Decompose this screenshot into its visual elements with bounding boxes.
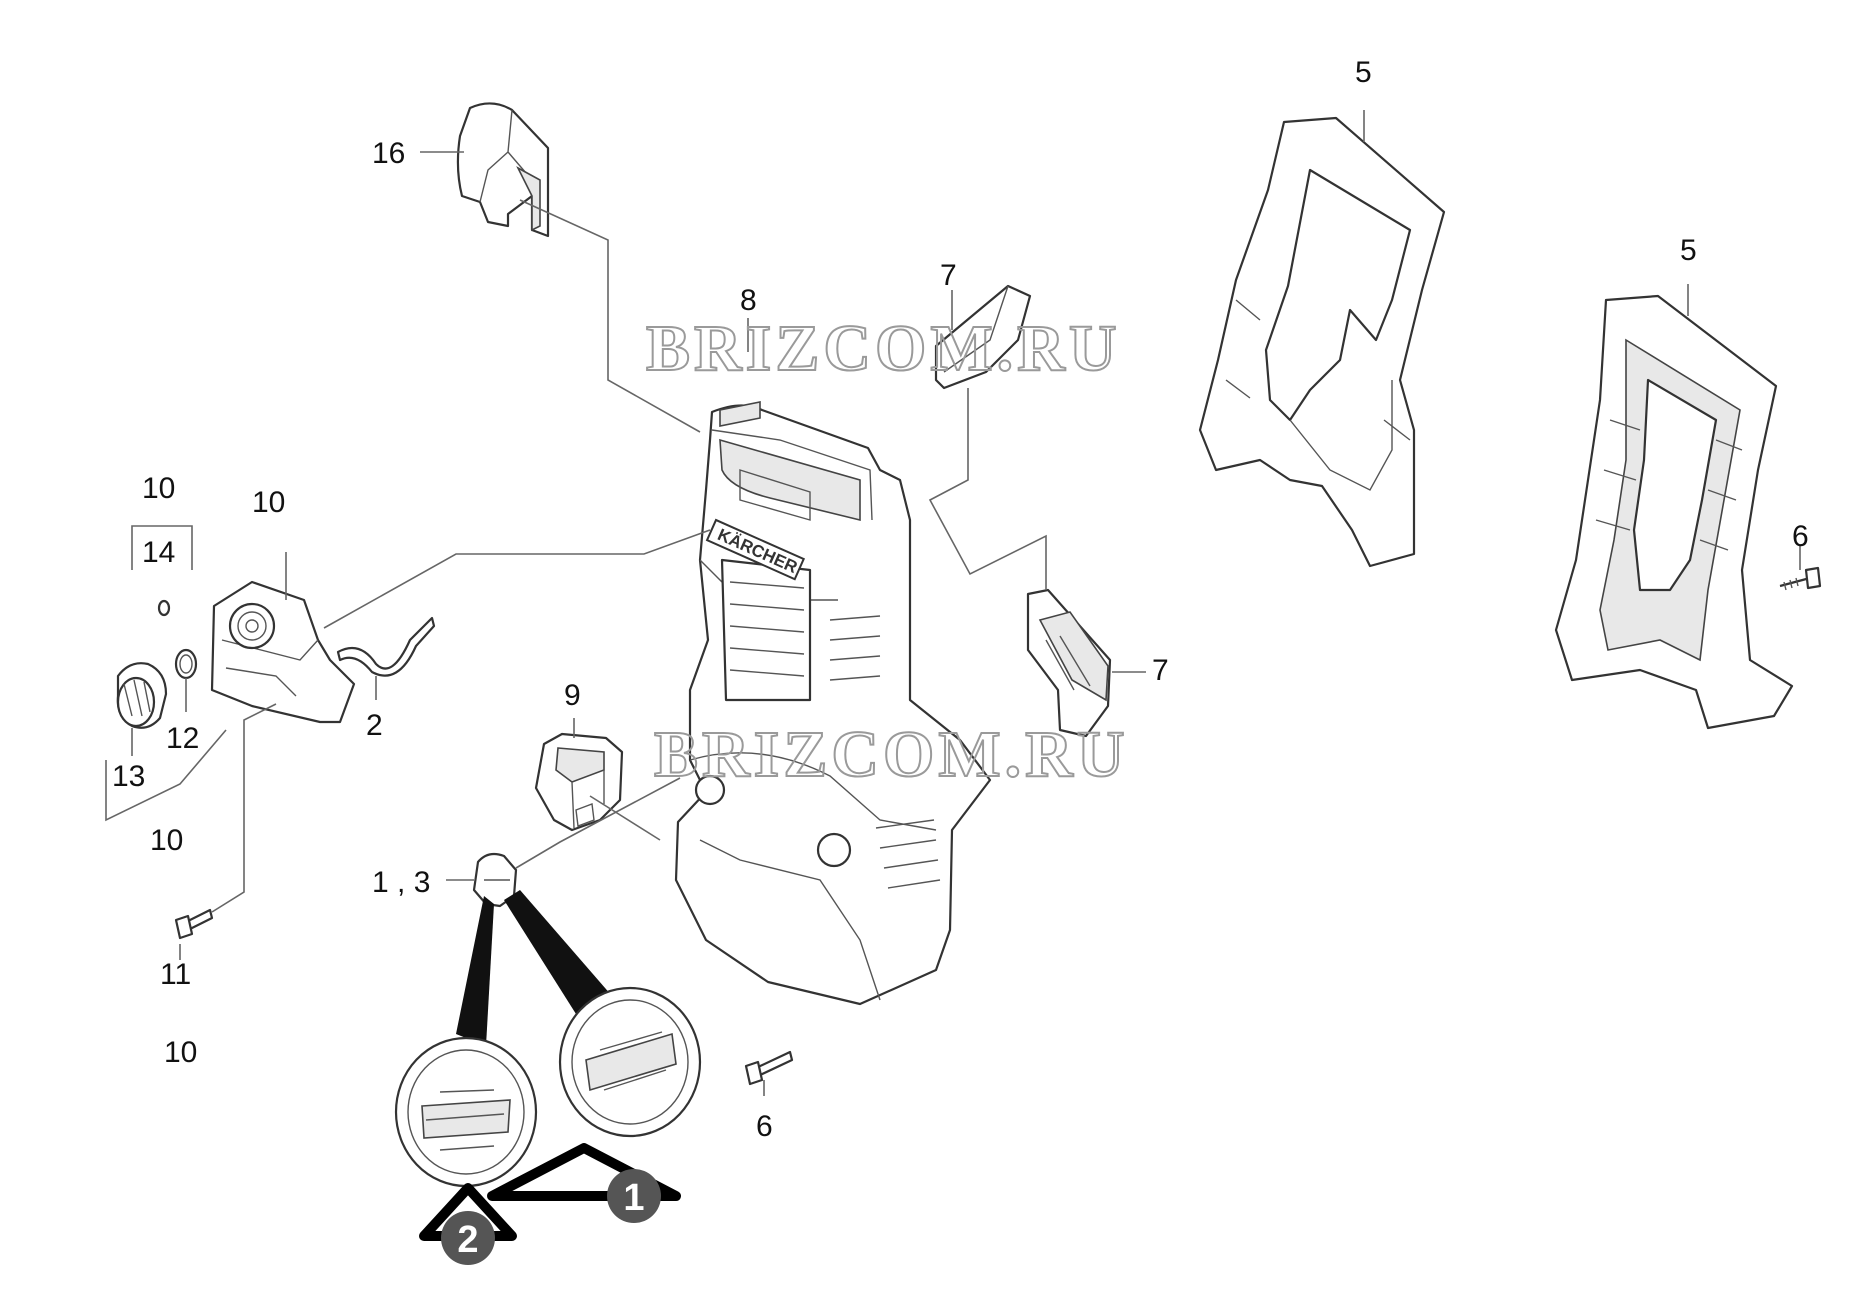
variant-detail-1 <box>558 986 702 1138</box>
callout-10-b: 10 <box>252 486 285 519</box>
badge-1-circle <box>607 1169 661 1223</box>
main-housing: KÄRCHER <box>674 404 992 1006</box>
callout-6-bottom: 6 <box>756 1110 773 1143</box>
leader-14 <box>131 525 193 570</box>
badge-1-label: 1 <box>623 1177 644 1219</box>
callout-10-d: 10 <box>164 1036 197 1069</box>
part-9-holder <box>534 732 624 832</box>
lower-vents <box>875 819 941 889</box>
part-16-cap <box>456 102 550 238</box>
callout-1-3: 1 , 3 <box>372 866 430 899</box>
leader-16-to-body <box>519 199 701 433</box>
callout-2: 2 <box>366 709 383 742</box>
part-2-hose <box>336 616 436 677</box>
variant-badge-2: 2 <box>419 1183 517 1265</box>
part-1-3-switch-knob <box>472 852 518 908</box>
callout-8: 8 <box>740 284 757 317</box>
side-plate-assembly <box>210 580 356 724</box>
part-7-upper-clip <box>934 284 1032 390</box>
callout-5-top: 5 <box>1355 56 1372 89</box>
part-13-knob <box>116 662 168 729</box>
callout-16: 16 <box>372 137 405 170</box>
callout-7-top: 7 <box>940 259 957 292</box>
callout-12: 12 <box>166 722 199 755</box>
leader-7-link <box>928 388 1047 590</box>
part-14-o-ring-small <box>157 599 171 617</box>
part-6-screw-bottom <box>744 1050 794 1086</box>
callout-10-a: 10 <box>142 472 175 505</box>
part-5-frame-upper <box>1198 116 1446 568</box>
part-8-top-slot <box>719 401 761 427</box>
variant-badge-1: 1 <box>487 1143 681 1223</box>
callout-5-right: 5 <box>1680 234 1697 267</box>
watermark-middle: BRIZCOM.RU <box>654 718 1129 791</box>
leader-side-to-body <box>323 529 711 629</box>
part-5-frame-lower <box>1554 294 1794 730</box>
pointer-variant-2 <box>456 896 494 1046</box>
callout-6-right: 6 <box>1792 520 1809 553</box>
leader-9-to-body <box>589 795 661 841</box>
leader-11-screw <box>211 703 277 913</box>
callout-11: 11 <box>160 958 191 991</box>
leader-10-bottom-group <box>105 729 227 822</box>
watermark-top: BRIZCOM.RU <box>646 312 1121 385</box>
callout-14: 14 <box>142 536 175 569</box>
part-11-screw <box>174 908 214 940</box>
part-6-screw-right <box>1779 566 1822 591</box>
callout-7-right: 7 <box>1152 654 1169 687</box>
part-7-lower-clip <box>1026 588 1112 738</box>
badge-2-label: 2 <box>457 1219 478 1261</box>
variant-detail-2 <box>394 1036 538 1188</box>
callout-13: 13 <box>112 760 145 793</box>
part-12-o-ring <box>174 648 198 680</box>
badge-2-circle <box>441 1211 495 1265</box>
front-grill <box>720 558 812 702</box>
callout-10-c: 10 <box>150 824 183 857</box>
pointer-variant-1 <box>504 890 612 1014</box>
callout-9: 9 <box>564 679 581 712</box>
side-vents <box>829 615 881 681</box>
leader-1-3-to-body <box>515 777 681 869</box>
